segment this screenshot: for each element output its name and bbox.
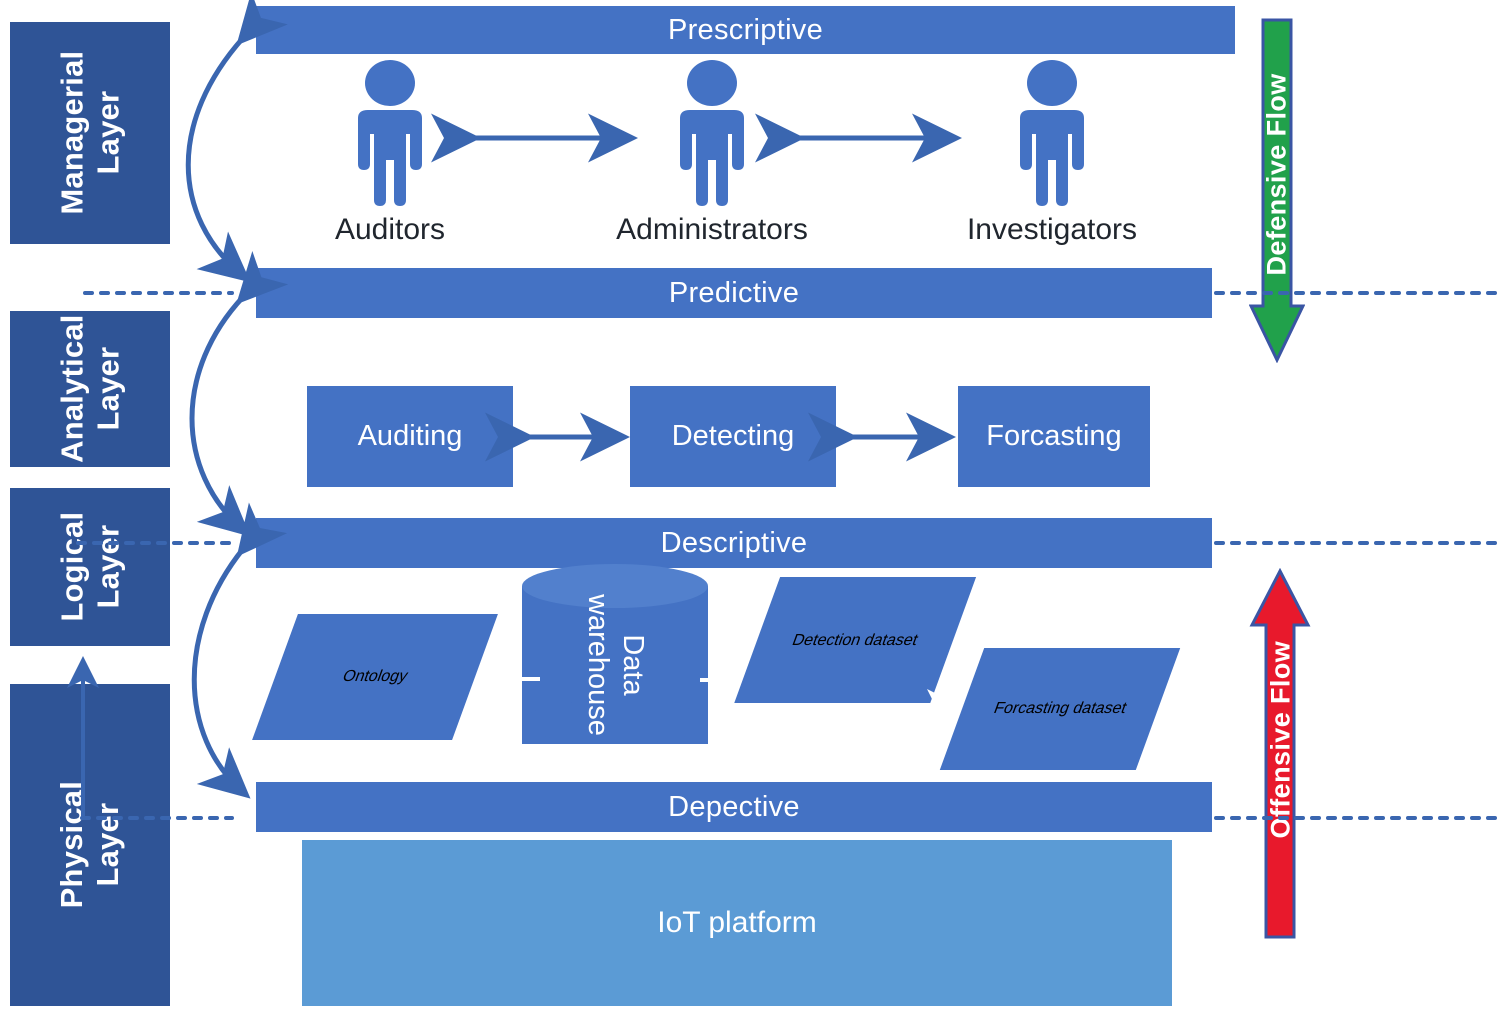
layer-label-analytical: Analytical Layer xyxy=(54,314,125,464)
shape-forcasting-dataset-inner: Forcasting dataset xyxy=(940,648,1180,770)
capability-bar-prescriptive[interactable]: Prescriptive xyxy=(256,6,1235,54)
layer-label-managerial: Managerial Layer xyxy=(54,51,126,215)
curve-predictive-descriptive xyxy=(189,251,289,537)
curve-descriptive-depective xyxy=(191,502,288,799)
process-box-forcasting[interactable]: Forcasting xyxy=(958,386,1150,487)
capability-bar-predictive-label: Predictive xyxy=(668,276,800,309)
process-box-detecting[interactable]: Detecting xyxy=(630,386,836,487)
shape-ontology-label: Ontology xyxy=(340,668,411,685)
person-label-investigators: Investigators xyxy=(966,213,1138,246)
iot-platform-band[interactable]: IoT platform xyxy=(302,840,1172,1006)
defensive-flow-glyph xyxy=(1248,18,1306,364)
person-icon-auditors[interactable] xyxy=(338,60,442,208)
capability-bar-depective[interactable]: Depective xyxy=(256,782,1212,832)
shape-data-warehouse[interactable]: Data warehouse xyxy=(522,564,708,766)
shape-forcasting-dataset[interactable]: Forcasting dataset xyxy=(939,648,1181,770)
layer-label-physical: Physical Layer xyxy=(54,781,125,909)
shape-detection-dataset[interactable]: Detection dataset xyxy=(733,577,977,704)
shape-detection-dataset-label: Detection dataset xyxy=(789,631,921,649)
person-icon-administrators[interactable] xyxy=(660,60,764,208)
person-label-administrators: Administrators xyxy=(616,213,808,246)
layer-box-physical[interactable]: Physical Layer xyxy=(10,684,170,1006)
person-label-auditors: Auditors xyxy=(334,213,446,246)
cylinder-bottom-cap xyxy=(522,700,708,744)
process-box-detecting-label: Detecting xyxy=(671,420,795,452)
layer-box-managerial[interactable]: Managerial Layer xyxy=(10,22,170,244)
connector-warehouse-forcasting xyxy=(710,689,959,721)
offensive-flow-label: Offensive Flow xyxy=(1265,640,1296,839)
defensive-flow-label: Defensive Flow xyxy=(1261,73,1292,276)
shape-data-warehouse-label: Data warehouse xyxy=(582,594,649,736)
person-icon-investigators[interactable] xyxy=(1000,60,1104,208)
layer-box-logical[interactable]: Logical Layer xyxy=(10,488,170,646)
capability-bar-prescriptive-label: Prescriptive xyxy=(667,13,824,46)
layer-box-analytical[interactable]: Analytical Layer xyxy=(10,311,170,467)
iot-platform-label: IoT platform xyxy=(657,906,817,939)
process-box-auditing-label: Auditing xyxy=(357,420,463,452)
shape-ontology-inner: Ontology xyxy=(252,614,498,740)
shape-detection-dataset-inner: Detection dataset xyxy=(734,577,976,704)
capability-bar-descriptive[interactable]: Descriptive xyxy=(256,518,1212,568)
shape-forcasting-dataset-label: Forcasting dataset xyxy=(991,700,1130,717)
cylinder-top-cap xyxy=(522,564,708,608)
person-glyph-administrators xyxy=(680,60,744,206)
offensive-flow-glyph xyxy=(1249,567,1311,939)
layer-label-logical: Logical Layer xyxy=(54,512,125,622)
offensive-flow-arrow[interactable] xyxy=(1249,567,1311,940)
capability-bar-predictive[interactable]: Predictive xyxy=(256,268,1212,318)
shape-ontology[interactable]: Ontology xyxy=(252,614,498,740)
person-glyph-auditors xyxy=(358,60,422,206)
process-box-forcasting-label: Forcasting xyxy=(986,420,1122,452)
defensive-flow-arrow[interactable] xyxy=(1248,18,1306,364)
capability-bar-depective-label: Depective xyxy=(668,790,800,823)
person-glyph-investigators xyxy=(1020,60,1084,206)
process-box-auditing[interactable]: Auditing xyxy=(307,386,513,487)
capability-bar-descriptive-label: Descriptive xyxy=(660,526,808,559)
